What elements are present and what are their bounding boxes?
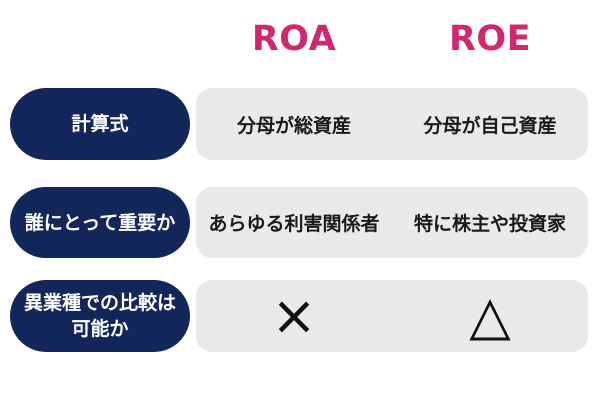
triangle-mark-icon: △ (469, 284, 511, 347)
column-headers: ROA ROE (196, 20, 588, 58)
cross-mark-icon: × (271, 284, 317, 347)
row-label: 異業種での比較は (23, 292, 176, 314)
row-label-pill-comparison: 異業種での比較は 可能か (10, 280, 190, 352)
row-label-line2: 可能か (71, 318, 129, 340)
table-row-formula: 計算式 分母が総資産 分母が自己資産 (0, 88, 600, 160)
column-header-roe: ROE (448, 19, 532, 59)
row-values-panel: 分母が総資産 分母が自己資産 (196, 88, 588, 160)
column-header-roa: ROA (251, 19, 337, 59)
row-label-pill-importance: 誰にとって重要か (10, 187, 190, 258)
table-row-cross-industry-comparison: 異業種での比較は 可能か × △ (0, 280, 600, 352)
roe-value-cell: 分母が自己資産 (423, 114, 557, 137)
roa-value-cell: あらゆる利害関係者 (208, 213, 380, 235)
row-label: 誰にとって重要か (24, 211, 176, 234)
row-label: 計算式 (71, 113, 129, 135)
roa-value-cell: 分母が総資産 (236, 114, 351, 137)
table-row-importance: 誰にとって重要か あらゆる利害関係者 特に株主や投資家 (0, 187, 600, 258)
row-values-panel: × △ (196, 280, 588, 352)
row-label-pill-formula: 計算式 (10, 88, 190, 160)
roe-value-cell: 特に株主や投資家 (413, 213, 566, 235)
row-values-panel: あらゆる利害関係者 特に株主や投資家 (196, 187, 588, 258)
